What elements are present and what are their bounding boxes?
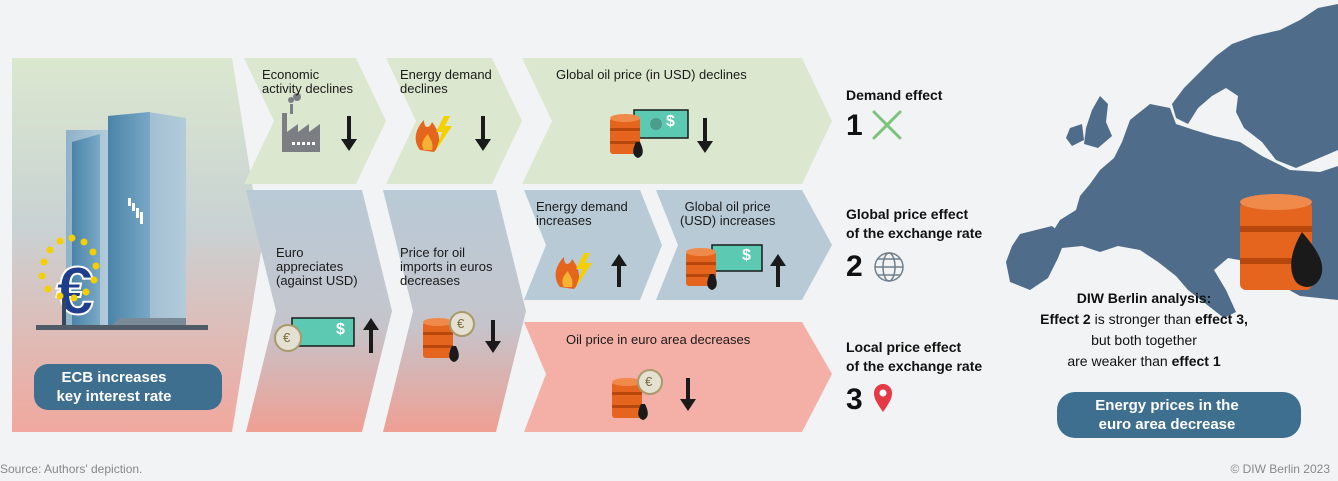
ecb-pill-label: ECB increases key interest rate xyxy=(56,369,172,405)
copyright-note: © DIW Berlin 2023 xyxy=(1230,462,1330,476)
oil-barrel-euro-coin-icon-1 xyxy=(423,311,475,362)
effect-1-number: 1 xyxy=(846,109,863,142)
effect-2-title: Global price effect of the exchange rate xyxy=(846,206,983,241)
flame-bolt-icon-2 xyxy=(555,253,592,289)
oil-barrel-banknote-icon-1 xyxy=(610,109,689,158)
source-note: Source: Authors' depiction. xyxy=(0,462,143,476)
chevron-economic-activity xyxy=(244,58,386,184)
factory-icon xyxy=(282,93,320,152)
chevron-oil-imports-price xyxy=(383,190,526,432)
ecb-building-icon: € xyxy=(36,112,208,330)
arrow-down-economic-activity-icon xyxy=(341,116,357,151)
label-oil-imports-price: Price for oil imports in euros decreases xyxy=(400,245,493,288)
location-pin-icon xyxy=(874,384,892,412)
label-oil-price-increases: Global oil price (USD) increases xyxy=(680,199,776,228)
label-oil-price-declines: Global oil price (in USD) declines xyxy=(556,67,747,82)
oil-barrel-map-icon xyxy=(1240,194,1323,290)
arrow-down-energy-demand-icon xyxy=(475,116,491,151)
analysis-line-3: but both together xyxy=(1091,332,1197,348)
flame-bolt-icon-1 xyxy=(415,116,452,152)
arrow-down-oil-price-icon xyxy=(697,118,713,153)
analysis-line-4: are weaker than effect 1 xyxy=(1020,351,1268,372)
arrow-up-euro-icon xyxy=(363,318,379,353)
analysis-effect-2: Effect 2 xyxy=(1040,311,1091,327)
analysis-effect-3: effect 3, xyxy=(1194,311,1248,327)
dollar-sign-3: $ xyxy=(336,321,345,338)
analysis-line-4-prefix: are weaker than xyxy=(1067,353,1172,369)
euro-coin-banknote-icon xyxy=(274,317,355,352)
label-energy-demand-increases: Energy demand increases xyxy=(536,199,628,228)
euro-sign-coin-1: € xyxy=(283,330,291,345)
dollar-sign-2: $ xyxy=(742,247,751,264)
analysis-text: DIW Berlin analysis: Effect 2 is stronge… xyxy=(1020,288,1268,372)
label-economic-activity: Economic activity declines xyxy=(262,67,354,96)
arrow-up-oil-price-icon xyxy=(770,254,786,287)
effect-2-number: 2 xyxy=(846,250,863,283)
analysis-effect-1: effect 1 xyxy=(1171,353,1221,369)
effect-3-number: 3 xyxy=(846,383,863,416)
label-euro-area-price: Oil price in euro area decreases xyxy=(566,332,751,347)
chevron-euro-appreciates xyxy=(246,190,392,432)
analysis-line-2: Effect 2 is stronger than effect 3, xyxy=(1020,309,1268,330)
arrow-down-oil-imports-icon xyxy=(485,320,501,353)
cross-icon xyxy=(872,110,902,140)
effect-1-title: Demand effect xyxy=(846,87,943,103)
arrow-down-euro-area-price-icon xyxy=(680,378,696,411)
analysis-mid: is stronger than xyxy=(1090,311,1195,327)
globe-icon xyxy=(874,252,904,282)
arrow-up-energy-demand-icon xyxy=(611,254,627,287)
oil-barrel-euro-coin-icon-2 xyxy=(612,369,663,420)
dollar-sign-1: $ xyxy=(666,113,675,130)
label-euro-appreciates: Euro appreciates (against USD) xyxy=(276,245,358,288)
analysis-heading: DIW Berlin analysis: xyxy=(1076,290,1212,306)
chevron-euro-area-price xyxy=(524,322,832,432)
energy-prices-pill: Energy prices in the euro area decrease xyxy=(1057,392,1301,438)
ecb-increases-pill: ECB increases key interest rate xyxy=(34,364,222,410)
chevron-energy-demand-declines xyxy=(386,58,522,184)
label-energy-demand-declines: Energy demand declines xyxy=(400,67,492,96)
euro-sign-coin-2: € xyxy=(457,316,465,331)
energy-pill-label: Energy prices in the euro area decrease xyxy=(1095,397,1239,433)
euro-sign-coin-3: € xyxy=(645,374,653,389)
oil-barrel-banknote-icon-2 xyxy=(686,244,763,290)
effect-3-title: Local price effect of the exchange rate xyxy=(846,339,983,374)
